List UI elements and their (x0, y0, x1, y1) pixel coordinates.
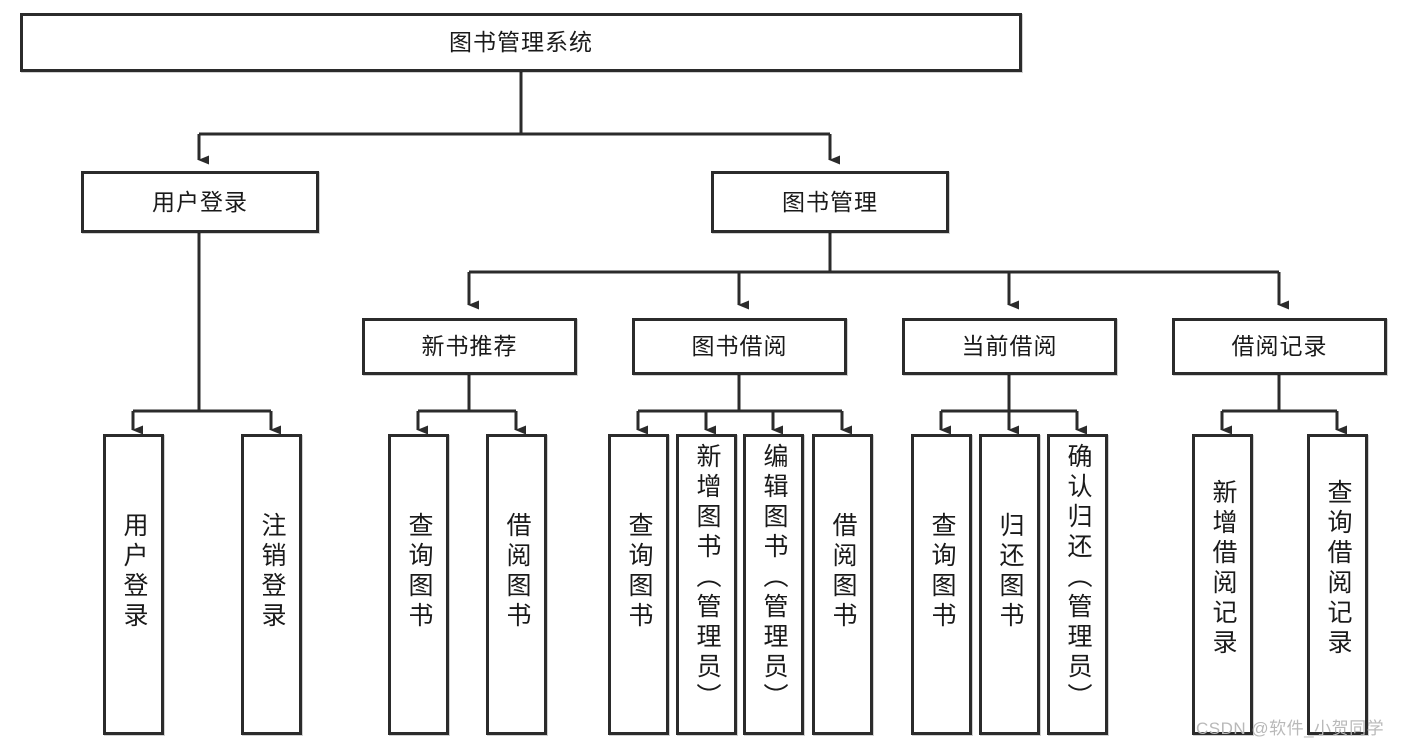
node-book-manage[interactable]: 图书管理 (711, 171, 949, 233)
leaf-borrow-book-2[interactable]: 借阅图书 (812, 434, 873, 735)
node-label: 新增借阅记录 (1209, 479, 1237, 659)
node-label: 查询图书 (625, 512, 653, 632)
node-label: 新书推荐 (421, 333, 518, 360)
node-label: 查询借阅记录 (1324, 479, 1352, 659)
csdn-watermark: CSDN @软件_小贺同学 (1196, 719, 1385, 738)
leaf-confirm-return-admin[interactable]: 确认归还（管理员） (1047, 434, 1108, 735)
node-label: 用户登录 (152, 188, 248, 215)
node-label: 查询图书 (405, 512, 433, 632)
leaf-borrow-book-1[interactable]: 借阅图书 (486, 434, 547, 735)
node-label: 确认归还（管理员） (1064, 443, 1092, 713)
leaf-user-login[interactable]: 用户登录 (103, 434, 164, 735)
node-label: 借阅记录 (1231, 333, 1328, 360)
node-label: 当前借阅 (961, 333, 1058, 360)
leaf-query-book-3[interactable]: 查询图书 (911, 434, 972, 735)
leaf-add-book-admin[interactable]: 新增图书（管理员） (676, 434, 737, 735)
node-borrow-record[interactable]: 借阅记录 (1172, 318, 1387, 375)
node-user-login[interactable]: 用户登录 (81, 171, 319, 233)
node-label: 编辑图书（管理员） (760, 443, 788, 713)
node-label: 借阅图书 (829, 512, 857, 632)
leaf-edit-book-admin[interactable]: 编辑图书（管理员） (743, 434, 804, 735)
node-label: 图书管理 (782, 188, 878, 215)
node-current-borrow[interactable]: 当前借阅 (902, 318, 1117, 375)
node-label: 图书借阅 (691, 333, 788, 360)
node-label: 查询图书 (928, 512, 956, 632)
node-new-book-recommend[interactable]: 新书推荐 (362, 318, 577, 375)
node-label: 用户登录 (120, 512, 148, 632)
node-label: 新增图书（管理员） (693, 443, 721, 713)
leaf-query-book-2[interactable]: 查询图书 (608, 434, 669, 735)
node-label: 注销登录 (258, 512, 286, 632)
node-label: 借阅图书 (503, 512, 531, 632)
leaf-logout-login[interactable]: 注销登录 (241, 434, 302, 735)
leaf-return-book[interactable]: 归还图书 (979, 434, 1040, 735)
node-book-borrow[interactable]: 图书借阅 (632, 318, 847, 375)
leaf-query-book-1[interactable]: 查询图书 (388, 434, 449, 735)
leaf-query-borrow-record[interactable]: 查询借阅记录 (1307, 434, 1368, 735)
leaf-add-borrow-record[interactable]: 新增借阅记录 (1192, 434, 1253, 735)
node-root-system[interactable]: 图书管理系统 (20, 13, 1022, 72)
node-label: 图书管理系统 (449, 29, 593, 56)
node-label: 归还图书 (996, 512, 1024, 632)
